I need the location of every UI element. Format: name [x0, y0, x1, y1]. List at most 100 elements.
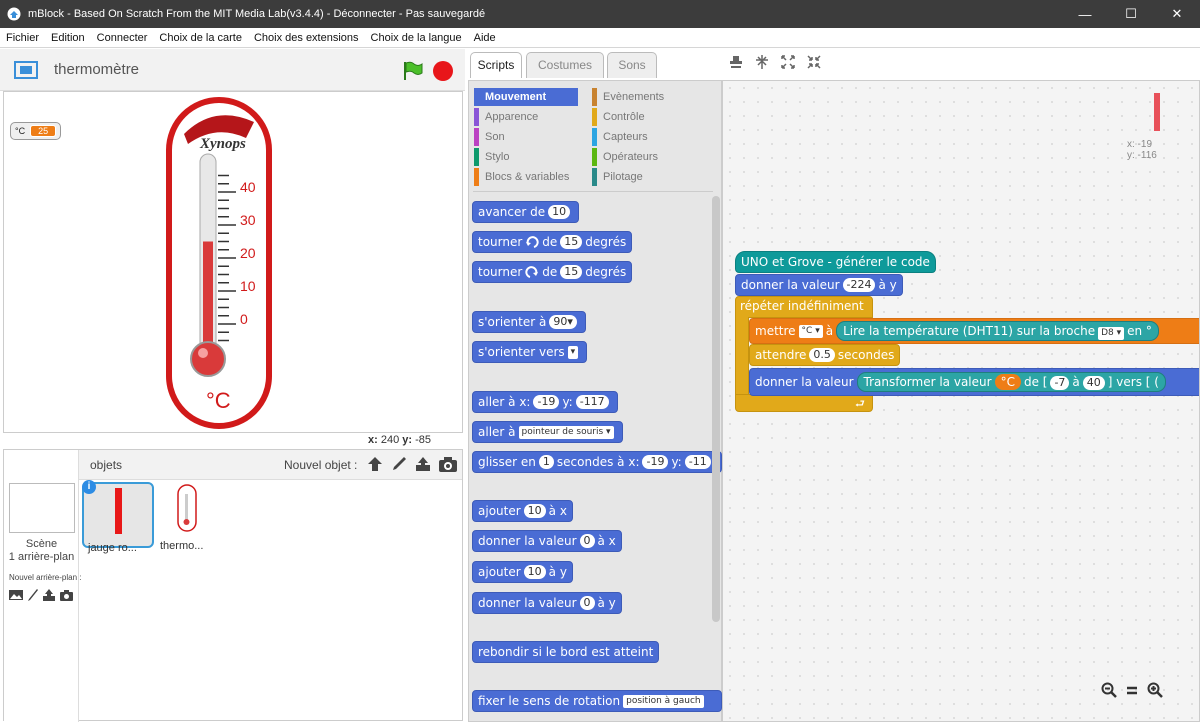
category-mouvement[interactable]: Mouvement	[474, 88, 578, 106]
sprite-tile-thermo[interactable]: thermo...	[156, 482, 228, 552]
maximize-button[interactable]: ☐	[1125, 6, 1137, 21]
block-dropdown[interactable]: position à gauch	[623, 694, 704, 708]
backdrop-library-icon[interactable]	[8, 588, 24, 602]
close-button[interactable]: ✕	[1171, 6, 1183, 21]
block-text: de	[542, 265, 558, 279]
category-son[interactable]: Son	[474, 128, 584, 146]
sprites-panel: objets Nouvel objet : Scène 1 arrière-pl…	[3, 449, 463, 722]
tab-costumes[interactable]: Costumes	[526, 52, 604, 78]
zoom-in-icon[interactable]	[1147, 682, 1163, 698]
category-pilotage[interactable]: Pilotage	[592, 168, 702, 186]
block-input[interactable]: 10	[548, 205, 571, 219]
stop-icon[interactable]	[433, 61, 453, 81]
thermometer-sprite[interactable]: Xynops 40 30 20 10 0 °C	[154, 94, 284, 433]
stage-size-toggle-icon[interactable]	[14, 60, 38, 79]
variable-reporter[interactable]: °C	[994, 374, 1021, 390]
upload-icon[interactable]	[414, 455, 432, 473]
backdrop-upload-icon[interactable]	[42, 588, 56, 602]
menu-edition[interactable]: Edition	[51, 31, 85, 44]
category-label: Evènements	[603, 91, 665, 103]
reporter-lire-temperature[interactable]: Lire la température (DHT11) sur la broch…	[836, 321, 1159, 341]
category-label: Apparence	[485, 111, 539, 123]
block-orienter-vers[interactable]: s'orienter vers▾	[472, 341, 588, 363]
scene-thumbnail[interactable]	[9, 483, 75, 533]
sprite-tile-jauge[interactable]: i jauge ro...	[82, 480, 154, 554]
menu-fichier[interactable]: Fichier	[6, 31, 40, 44]
block-input[interactable]: -19	[533, 395, 560, 409]
block-input[interactable]: 40	[1082, 376, 1105, 390]
sprite-info-icon[interactable]: i	[82, 480, 96, 494]
block-input[interactable]: -19	[642, 455, 669, 469]
backdrop-camera-icon[interactable]	[59, 588, 74, 602]
block-input[interactable]: 0	[579, 596, 595, 610]
block-input[interactable]: -7	[1050, 376, 1070, 390]
block-input[interactable]: 10	[523, 504, 546, 518]
block-mettre-variable[interactable]: mettre°C ▾à Lire la température (DHT11) …	[749, 318, 1199, 344]
block-donner-valeur-transform[interactable]: donner la valeur Transformer la valeur°C…	[749, 368, 1199, 396]
camera-icon[interactable]	[438, 455, 458, 473]
block-input[interactable]: 15	[560, 265, 583, 279]
tab-scripts[interactable]: Scripts	[470, 52, 522, 78]
block-dropdown[interactable]: ▾	[567, 345, 579, 359]
block-rebondir[interactable]: rebondir si le bord est atteint	[472, 641, 660, 663]
block-input[interactable]: 0.5	[809, 348, 835, 362]
duplicate-stamp-icon[interactable]	[728, 54, 744, 70]
green-flag-icon[interactable]	[402, 61, 424, 81]
menu-choix-extensions[interactable]: Choix des extensions	[253, 31, 359, 44]
category-blocs-variables[interactable]: Blocs & variables	[474, 168, 584, 186]
variable-dropdown[interactable]: °C ▾	[798, 324, 823, 338]
script-area[interactable]: x: -19 y: -116 UNO et Grove - générer le…	[722, 80, 1200, 722]
menu-aide[interactable]: Aide	[473, 31, 496, 44]
block-input[interactable]: 90▾	[549, 315, 577, 329]
block-input[interactable]: 10	[523, 565, 546, 579]
category-stylo[interactable]: Stylo	[474, 148, 584, 166]
block-input[interactable]: 0	[579, 534, 595, 548]
minimize-button[interactable]: —	[1078, 6, 1092, 22]
sprite-library-icon[interactable]	[366, 455, 384, 473]
block-input[interactable]: 15	[560, 235, 583, 249]
scene-column: Scène 1 arrière-plan Nouvel arrière-plan…	[4, 450, 81, 722]
shrink-icon[interactable]	[806, 54, 822, 70]
block-text: aller à	[478, 425, 516, 439]
category-op-rateurs[interactable]: Opérateurs	[592, 148, 702, 166]
block-dropdown[interactable]: pointeur de souris ▾	[518, 425, 614, 439]
hat-block-uno-grove[interactable]: UNO et Grove - générer le code	[735, 251, 936, 273]
pin-dropdown[interactable]: D8 ▾	[1098, 327, 1125, 340]
menu-connecter[interactable]: Connecter	[96, 31, 148, 44]
menu-choix-carte[interactable]: Choix de la carte	[159, 31, 242, 44]
block-input[interactable]: -117	[575, 395, 609, 409]
category-ev-nements[interactable]: Evènements	[592, 88, 702, 106]
delete-cut-icon[interactable]	[754, 54, 770, 70]
stage-canvas[interactable]: °C 25 Xynops 40 30 20 10 0 °C	[3, 91, 463, 433]
forever-loop-top[interactable]	[735, 296, 873, 318]
category-capteurs[interactable]: Capteurs	[592, 128, 702, 146]
tab-sons[interactable]: Sons	[607, 52, 657, 78]
menu-choix-langue[interactable]: Choix de la langue	[370, 31, 462, 44]
paint-brush-icon[interactable]	[390, 455, 408, 473]
block-input[interactable]: -11	[684, 455, 711, 469]
category-contr-le[interactable]: Contrôle	[592, 108, 702, 126]
zoom-reset-icon[interactable]	[1125, 682, 1139, 698]
palette-scrollbar[interactable]	[712, 196, 720, 622]
category-apparence[interactable]: Apparence	[474, 108, 584, 126]
backdrop-paint-icon[interactable]	[27, 588, 39, 602]
block-input[interactable]: 1	[538, 455, 554, 469]
block-input[interactable]: -224	[842, 278, 876, 292]
zoom-out-icon[interactable]	[1101, 682, 1117, 698]
grow-icon[interactable]	[780, 54, 796, 70]
